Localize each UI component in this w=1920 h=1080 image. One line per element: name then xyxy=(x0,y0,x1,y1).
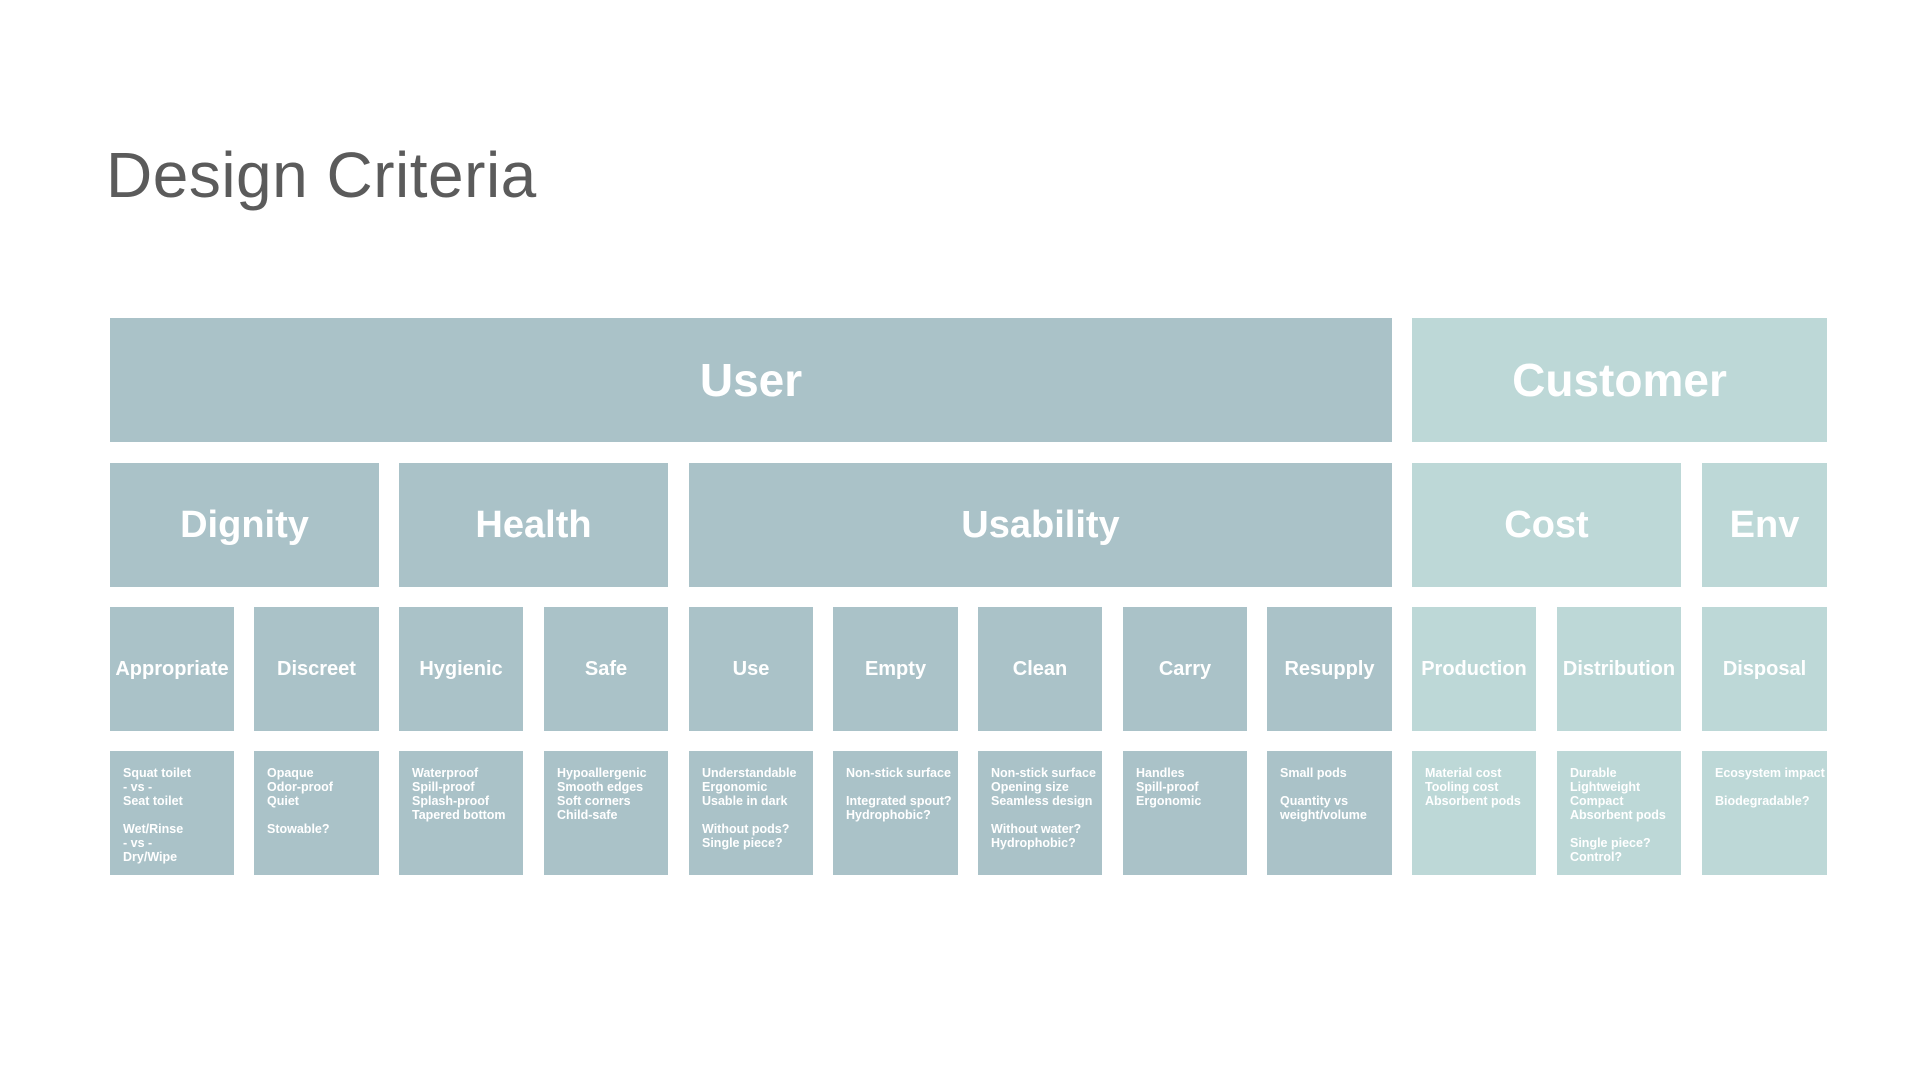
group-user: User xyxy=(110,318,1392,442)
notes-carry: Handles Spill-proof Ergonomic xyxy=(1123,751,1247,875)
notes-empty: Non-stick surface Integrated spout? Hydr… xyxy=(833,751,958,875)
notes-discreet: Opaque Odor-proof Quiet Stowable? xyxy=(254,751,379,875)
criterion-use: Use xyxy=(689,607,813,731)
criterion-hygienic: Hygienic xyxy=(399,607,523,731)
page-title: Design Criteria xyxy=(106,139,537,211)
category-dignity: Dignity xyxy=(110,463,379,587)
criterion-distribution: Distribution xyxy=(1557,607,1681,731)
notes-disposal: Ecosystem impact Biodegradable? xyxy=(1702,751,1827,875)
criterion-carry: Carry xyxy=(1123,607,1247,731)
criterion-empty: Empty xyxy=(833,607,958,731)
criterion-discreet: Discreet xyxy=(254,607,379,731)
criterion-clean: Clean xyxy=(978,607,1102,731)
criterion-safe: Safe xyxy=(544,607,668,731)
category-usability: Usability xyxy=(689,463,1392,587)
notes-hygienic: Waterproof Spill-proof Splash-proof Tape… xyxy=(399,751,523,875)
criterion-production: Production xyxy=(1412,607,1536,731)
notes-distribution: Durable Lightweight Compact Absorbent po… xyxy=(1557,751,1681,875)
notes-safe: Hypoallergenic Smooth edges Soft corners… xyxy=(544,751,668,875)
notes-resupply: Small pods Quantity vs weight/volume xyxy=(1267,751,1392,875)
category-cost: Cost xyxy=(1412,463,1681,587)
notes-use: Understandable Ergonomic Usable in dark … xyxy=(689,751,813,875)
notes-appropriate: Squat toilet - vs - Seat toilet Wet/Rins… xyxy=(110,751,234,875)
category-env: Env xyxy=(1702,463,1827,587)
criterion-resupply: Resupply xyxy=(1267,607,1392,731)
criterion-appropriate: Appropriate xyxy=(110,607,234,731)
category-health: Health xyxy=(399,463,668,587)
criterion-disposal: Disposal xyxy=(1702,607,1827,731)
notes-clean: Non-stick surface Opening size Seamless … xyxy=(978,751,1102,875)
notes-production: Material cost Tooling cost Absorbent pod… xyxy=(1412,751,1536,875)
group-customer: Customer xyxy=(1412,318,1827,442)
